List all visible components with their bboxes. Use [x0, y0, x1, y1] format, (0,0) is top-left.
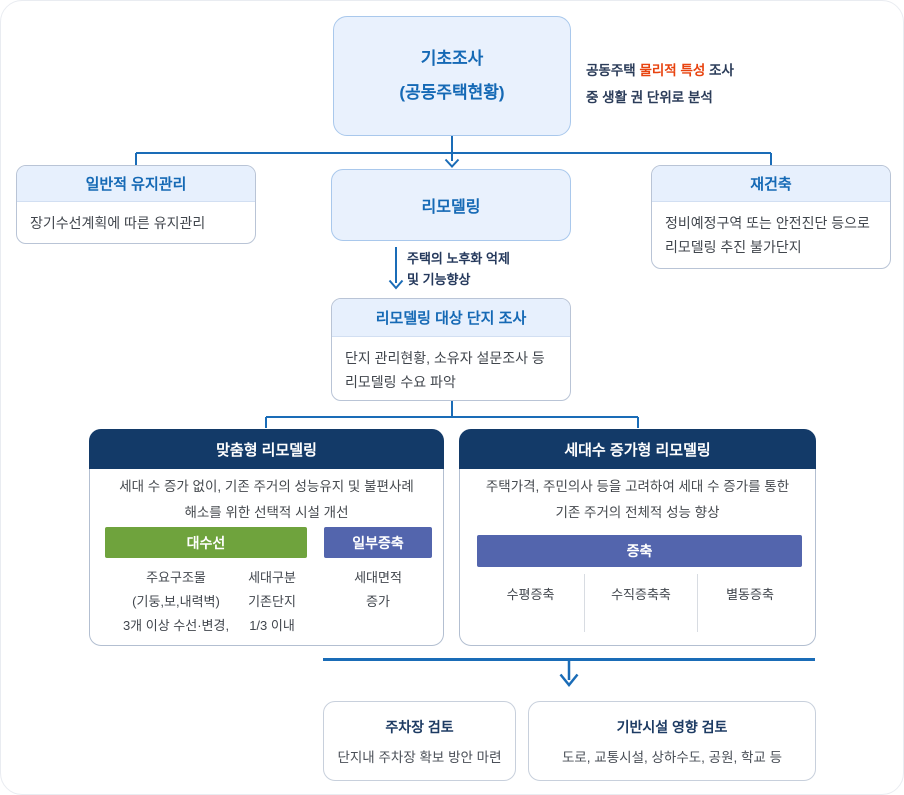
- infrastructure-review-body: 도로, 교통시설, 상하수도, 공원, 학교 등: [561, 750, 783, 765]
- note-line1-prefix: 공동주택: [586, 63, 640, 78]
- custom-remodeling-box: 맞춤형 리모델링 세대 수 증가 없이, 기존 주거의 성능유지 및 불편사례 …: [89, 429, 444, 646]
- remodeling-box: 리모델링: [331, 169, 571, 241]
- note-line1-suffix: 조사: [705, 63, 734, 78]
- general-maintenance-title: 일반적 유지관리: [17, 166, 255, 202]
- major-repair-col2: 세대구분 기존단지 1/3 이내: [222, 566, 322, 638]
- partial-extension-bar: 일부증축: [324, 527, 432, 558]
- partial-extension-col: 세대면적 증가: [324, 566, 432, 614]
- basic-survey-title-line1: 기초조사: [420, 49, 484, 68]
- reconstruction-body-line2: 리모델링 추진 불가단지: [665, 239, 802, 255]
- arrow-down-icon: [559, 673, 579, 687]
- arrow-note-line2: 및 기능향상: [407, 272, 471, 287]
- reconstruction-body: 정비예정구역 또는 안전진단 등으로 리모델링 추진 불가단지: [652, 202, 890, 268]
- reconstruction-box: 재건축 정비예정구역 또는 안전진단 등으로 리모델링 추진 불가단지: [651, 165, 891, 269]
- custom-remodeling-title: 맞춤형 리모델링: [89, 429, 444, 469]
- increase-desc-line1: 주택가격, 주민의사 등을 고려하여 세대 수 증가를 통한: [485, 479, 790, 494]
- extension-bar: 증축: [477, 535, 802, 567]
- target-complex-survey-box: 리모델링 대상 단지 조사 단지 관리현황, 소유자 설문조사 등 리모델링 수…: [331, 298, 571, 401]
- note-line2: 중 생활 권 단위로 분석: [586, 90, 713, 105]
- survey-body-line1: 단지 관리현황, 소유자 설문조사 등: [345, 350, 545, 366]
- parking-review-body: 단지내 주차장 확보 방안 마련: [337, 750, 502, 765]
- increase-desc-line2: 기존 주거의 전체적 성능 향상: [555, 505, 720, 520]
- major-repair-col2-line3: 1/3 이내: [249, 618, 295, 633]
- general-maintenance-body: 장기수선계획에 따른 유지관리: [30, 215, 206, 231]
- extension-col-vertical: 수직증축축: [611, 587, 671, 602]
- partial-extension-line1: 세대면적: [354, 570, 402, 585]
- note-line1-highlight: 물리적 특성: [639, 63, 706, 78]
- basic-survey-box: 기초조사 (공동주택현황): [333, 16, 571, 136]
- major-repair-col1-line1: 주요구조물: [146, 570, 206, 585]
- increase-remodeling-box: 세대수 증가형 리모델링 주택가격, 주민의사 등을 고려하여 세대 수 증가를…: [459, 429, 816, 646]
- survey-body-line2: 리모델링 수요 파악: [345, 374, 456, 390]
- custom-desc-line1: 세대 수 증가 없이, 기존 주거의 성능유지 및 불편사례: [119, 479, 414, 494]
- partial-extension-line2: 증가: [366, 594, 390, 609]
- basic-survey-title-line2: (공동주택현황): [399, 83, 505, 102]
- major-repair-bar: 대수선: [105, 527, 307, 558]
- remodeling-arrow-note: 주택의 노후화 억제 및 기능향상: [407, 248, 510, 290]
- major-repair-col1: 주요구조물 (기둥,보,내력벽) 3개 이상 수선·변경,: [108, 566, 244, 638]
- major-repair-col2-line2: 기존단지: [248, 594, 296, 609]
- extension-col-horizontal: 수평증축: [506, 587, 555, 602]
- reconstruction-body-line1: 정비예정구역 또는 안전진단 등으로: [665, 215, 870, 231]
- note-line1: 공동주택 물리적 특성 조사: [586, 57, 734, 84]
- major-repair-col1-line2: (기둥,보,내력벽): [132, 594, 220, 609]
- major-repair-col2-line1: 세대구분: [248, 570, 296, 585]
- infrastructure-review-title: 기반시설 영향 검토: [616, 719, 728, 735]
- major-repair-col1-line3: 3개 이상 수선·변경,: [122, 618, 230, 633]
- column-divider: [584, 574, 585, 632]
- column-divider: [697, 574, 698, 632]
- parking-review-box: 주차장 검토 단지내 주차장 확보 방안 마련: [323, 701, 516, 781]
- increase-remodeling-title: 세대수 증가형 리모델링: [459, 429, 816, 469]
- target-complex-survey-body: 단지 관리현황, 소유자 설문조사 등 리모델링 수요 파악: [332, 337, 570, 400]
- custom-desc-line2: 해소를 위한 선택적 시설 개선: [184, 505, 349, 520]
- infrastructure-review-box: 기반시설 영향 검토 도로, 교통시설, 상하수도, 공원, 학교 등: [528, 701, 816, 781]
- general-maintenance-box: 일반적 유지관리 장기수선계획에 따른 유지관리: [16, 165, 256, 244]
- arrow-down-icon: [444, 158, 460, 168]
- basic-survey-note: 공동주택 물리적 특성 조사 중 생활 권 단위로 분석: [586, 57, 734, 111]
- extension-col-separate: 별동증축: [726, 587, 774, 602]
- arrow-down-icon: [388, 279, 404, 290]
- target-complex-survey-title: 리모델링 대상 단지 조사: [332, 299, 570, 337]
- reconstruction-title: 재건축: [652, 166, 890, 202]
- custom-remodeling-desc: 세대 수 증가 없이, 기존 주거의 성능유지 및 불편사례 해소를 위한 선택…: [90, 474, 443, 526]
- arrow-note-line1: 주택의 노후화 억제: [407, 251, 510, 266]
- increase-remodeling-desc: 주택가격, 주민의사 등을 고려하여 세대 수 증가를 통한 기존 주거의 전체…: [460, 474, 815, 526]
- parking-review-title: 주차장 검토: [385, 719, 454, 735]
- remodeling-title: 리모델링: [421, 199, 481, 216]
